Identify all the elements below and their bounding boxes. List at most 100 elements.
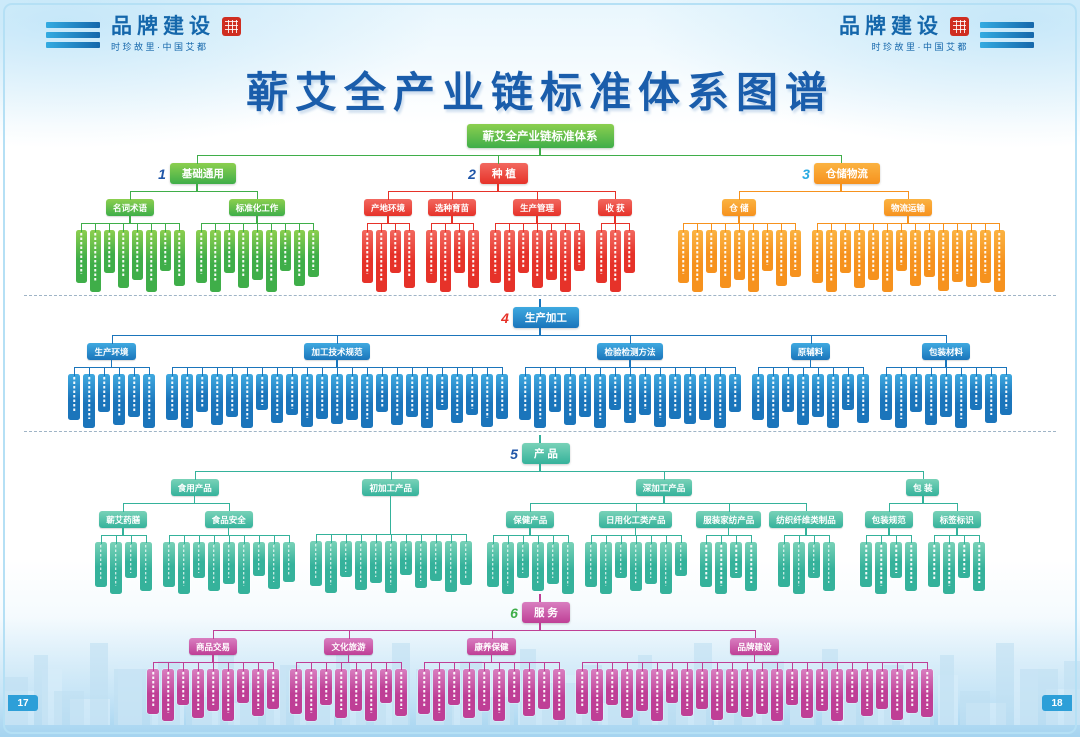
leaf-bar [792, 542, 805, 594]
leaf-bar [891, 669, 903, 720]
leaf-item [323, 534, 340, 593]
leaf-bar [271, 374, 283, 423]
leaf-bar [181, 374, 193, 428]
red-seal-icon [950, 17, 969, 36]
leaf-bar [429, 541, 442, 581]
group-node: 服装家纺产品 [692, 503, 767, 594]
leaf-item [718, 223, 733, 288]
badge-title: 品牌建设 [839, 15, 943, 38]
leaf-item [956, 535, 973, 578]
leaf-item [93, 535, 110, 587]
leaf-bar [346, 374, 358, 420]
leaf-item [299, 367, 316, 427]
leaf-row [289, 662, 409, 721]
connector-line [490, 655, 493, 662]
leaf-item [760, 223, 775, 271]
connector-line [888, 528, 890, 535]
leaf-bar [951, 230, 963, 282]
leaf-bar [519, 374, 531, 420]
leaf-bar [467, 230, 479, 288]
leaf-bar [421, 374, 433, 428]
leaf-item [176, 535, 193, 594]
leaf-row [74, 223, 186, 292]
root-node: 蕲艾全产业链标准体系 [466, 124, 614, 148]
leaf-bar [639, 374, 651, 415]
leaf-bar [241, 374, 253, 428]
leaf-item [518, 367, 534, 420]
leaf-bar [651, 669, 663, 721]
leaf-item [712, 367, 729, 428]
leaf-bar [811, 230, 823, 283]
leaf-item [413, 534, 430, 588]
leaf-bar [623, 230, 635, 273]
leaf-item [130, 223, 145, 280]
leaf-item [446, 662, 463, 705]
leaf-item [968, 367, 985, 410]
leaf-bar [143, 374, 155, 428]
leaf-row [594, 223, 636, 292]
connector-line [809, 360, 812, 367]
leaf-item [306, 223, 320, 277]
branch-children: 生产环境加工技术规范检验检测方法原辅料包装材料 [63, 335, 1018, 428]
leaf-item [360, 223, 375, 283]
brand-badge-left: 品牌建设 时珍故里·中国艾都 [46, 16, 241, 53]
leaf-row [676, 223, 802, 292]
leaf-row [810, 223, 1006, 292]
leaf-row [67, 367, 157, 428]
leaf-item [788, 223, 802, 277]
leaf-item [791, 535, 807, 594]
leaf-row [485, 535, 575, 594]
leaf-item [532, 367, 549, 428]
group-node: 加工技术规范 [160, 335, 515, 428]
leaf-bar [674, 542, 687, 576]
leaf-item [795, 367, 812, 425]
leaf-bar [517, 230, 529, 273]
leaf-bar [211, 374, 223, 425]
leaf-bar [812, 374, 824, 417]
leaf-bar [209, 230, 221, 292]
leaf-item [264, 223, 279, 292]
leaf-item [709, 662, 726, 720]
leaf-item [235, 662, 252, 703]
leaf-bar [955, 374, 967, 428]
leaf-item [116, 223, 131, 288]
leaf-bar [659, 542, 672, 594]
leaf-item [572, 223, 586, 271]
leaf-bar [453, 230, 465, 273]
group-node: 产地环境 [356, 191, 421, 292]
leaf-bar [705, 230, 717, 273]
leaf-bar [166, 374, 178, 420]
connector-line [110, 360, 113, 367]
leaf-item [859, 662, 876, 716]
leaf-bar [75, 230, 87, 283]
leaf-item [476, 662, 493, 711]
leaf-item [575, 662, 591, 714]
page-number-right: 18 [1042, 695, 1072, 711]
leaf-bar [350, 669, 362, 711]
leaf-bar [98, 374, 110, 412]
leaf-item [353, 534, 370, 590]
top-header: 品牌建设 时珍故里·中国艾都 品牌建设 时珍故里·中国艾都 [0, 0, 1080, 53]
leaf-item [983, 367, 1000, 423]
leaf-bar [719, 230, 731, 288]
branch-children: 名词术语标准化工作 [70, 191, 324, 292]
leaf-item [165, 367, 181, 420]
leaf-bar [853, 230, 865, 288]
group-node: 日用化工类产品 [579, 503, 694, 594]
branch-number: 2 [468, 165, 476, 182]
page-title: 蕲艾全产业链标准体系图谱 [245, 69, 834, 116]
leaf-item [221, 535, 238, 584]
branch-number: 4 [501, 309, 509, 326]
leaf-item [607, 367, 624, 410]
leaf-bar [237, 230, 249, 288]
connector-line [614, 216, 616, 223]
leaf-item [893, 367, 910, 428]
group-label: 食用产品 [170, 479, 219, 496]
connector-line [539, 299, 541, 307]
group-node: 名词术语 [70, 191, 191, 292]
leaf-item [190, 662, 207, 718]
